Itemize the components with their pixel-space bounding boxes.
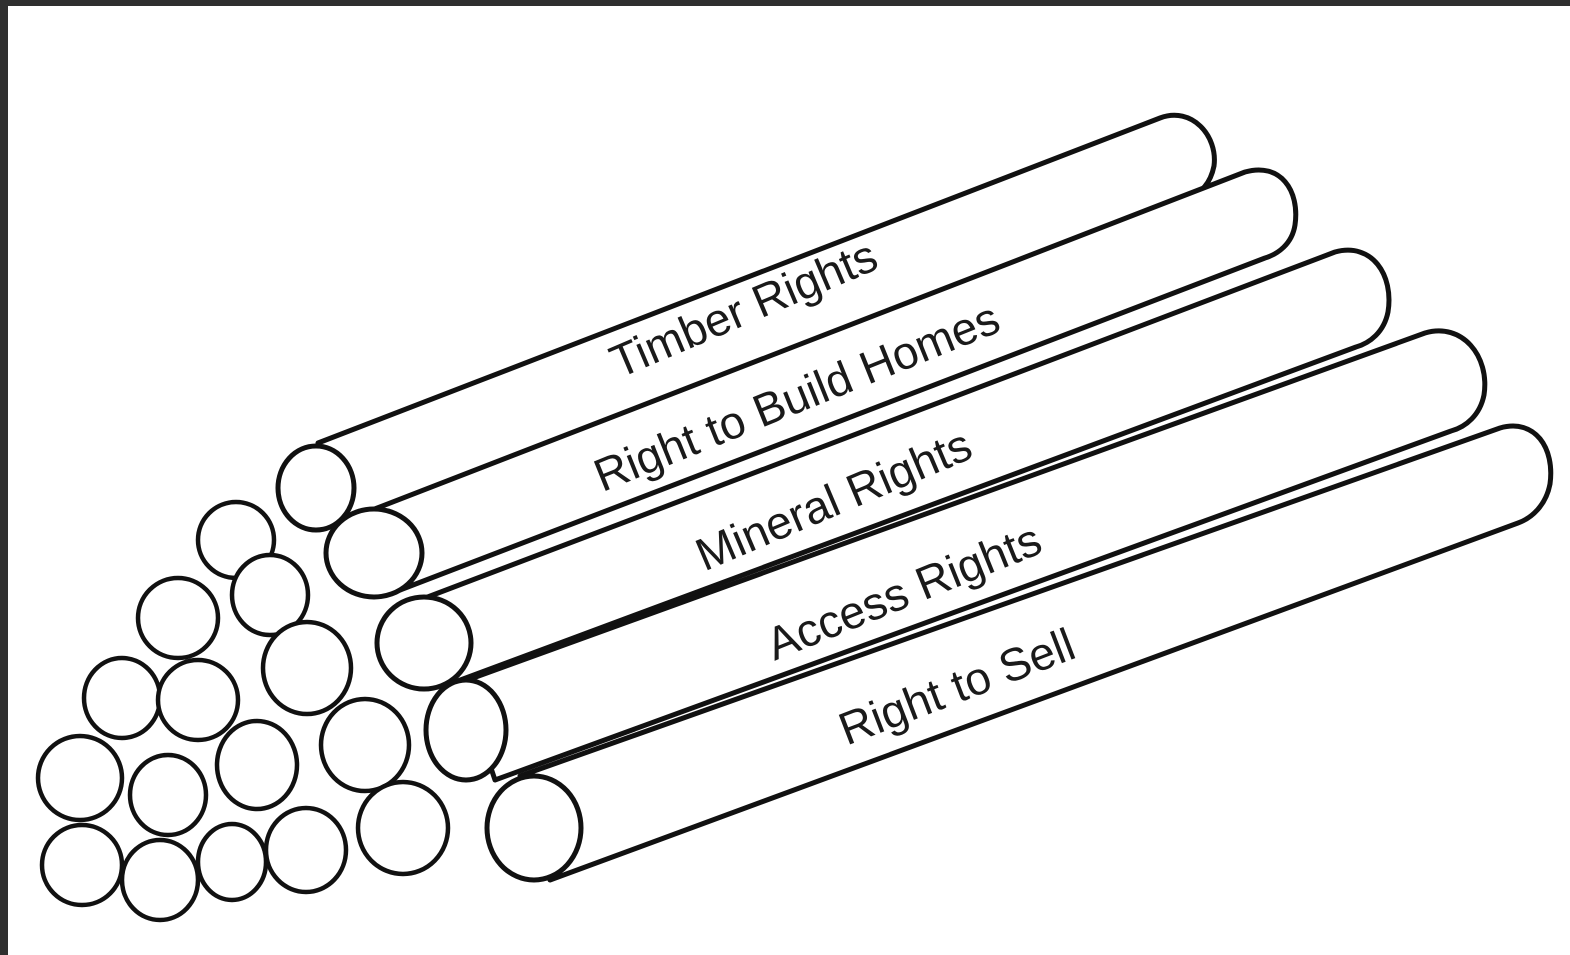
- back-stick-end: [158, 660, 238, 740]
- back-stick-end: [122, 840, 198, 920]
- back-stick-end: [138, 578, 218, 658]
- back-stick-end: [130, 755, 206, 835]
- stick-end: [487, 776, 581, 880]
- back-stick-end: [321, 699, 409, 791]
- back-stick-end: [358, 782, 448, 874]
- stick-end: [426, 680, 506, 780]
- back-stick-end: [263, 622, 351, 714]
- back-stick-end: [217, 721, 297, 809]
- back-stick-end: [266, 808, 346, 892]
- stick-end: [326, 509, 422, 597]
- back-stick-end: [198, 824, 266, 900]
- back-stick-end: [42, 825, 122, 905]
- back-stick-end: [38, 736, 122, 820]
- stick-end: [377, 597, 471, 689]
- back-stick-end: [84, 658, 160, 738]
